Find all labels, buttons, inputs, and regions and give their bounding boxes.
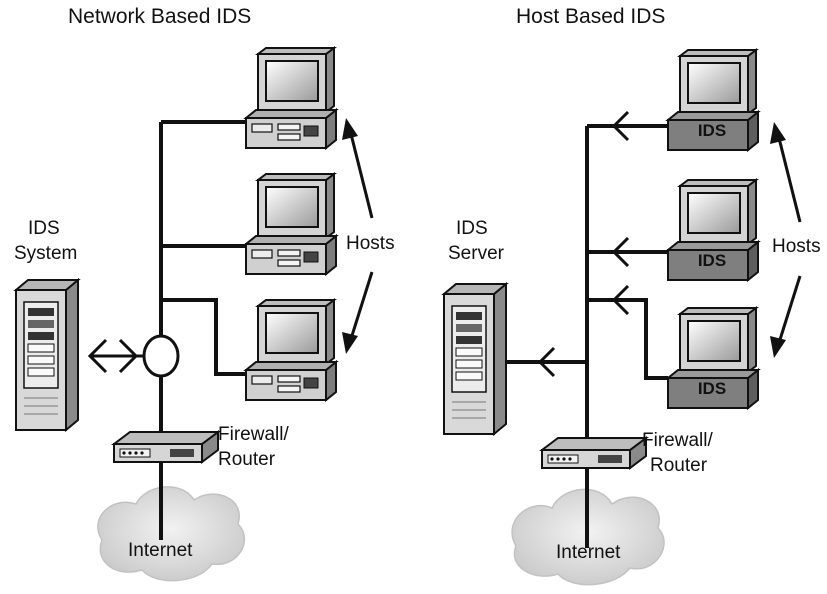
ids-server-label-line2: Server bbox=[448, 243, 504, 264]
hosts-arrowhead-down-right-icon bbox=[770, 336, 786, 358]
hosts-label-left: Hosts bbox=[346, 233, 395, 254]
host-ids-agent-1: IDS bbox=[698, 121, 726, 140]
server-arrow-icon bbox=[537, 346, 556, 378]
ids-system-label-line2: System bbox=[14, 243, 78, 264]
host-2-arrow-icon bbox=[611, 236, 630, 268]
hosts-arrow-up-right-icon bbox=[776, 133, 802, 223]
firewall-router-left bbox=[113, 431, 219, 463]
tap-arrow-right-icon bbox=[118, 338, 139, 374]
firewall-label-right-line1: Firewall/ bbox=[642, 430, 713, 451]
hosts-arrowhead-up-left-icon bbox=[342, 118, 358, 140]
host-computer-2 bbox=[245, 173, 337, 275]
hosts-arrow-up-left-icon bbox=[348, 129, 374, 219]
network-ids-title: Network Based IDS bbox=[68, 5, 252, 28]
host-ids-agent-3: IDS bbox=[698, 379, 726, 398]
hosts-arrowhead-down-left-icon bbox=[342, 332, 358, 354]
ids-server-label-line1: IDS bbox=[456, 218, 488, 239]
hosts-label-right: Hosts bbox=[772, 236, 821, 257]
network-tap-node bbox=[142, 334, 180, 378]
host-link-3 bbox=[161, 298, 246, 376]
host-ids-panel: IDS IDS IDS bbox=[443, 49, 802, 586]
firewall-label-left-line2: Router bbox=[218, 449, 276, 470]
hosts-arrow-down-right-icon bbox=[776, 275, 802, 347]
host-ids-title: Host Based IDS bbox=[516, 5, 666, 28]
ids-system-label-line1: IDS bbox=[28, 218, 60, 239]
host-computer-1 bbox=[245, 47, 337, 149]
firewall-label-right-line2: Router bbox=[650, 455, 708, 476]
internet-cloud-left bbox=[97, 486, 246, 582]
host-1-arrow-icon bbox=[611, 110, 630, 142]
ids-system-tower bbox=[15, 279, 79, 431]
internet-label-left: Internet bbox=[128, 540, 193, 561]
hosts-arrowhead-up-right-icon bbox=[770, 122, 786, 144]
ids-server-tower bbox=[443, 283, 507, 435]
host-ids-agent-2: IDS bbox=[698, 251, 726, 270]
network-ids-panel bbox=[15, 47, 374, 582]
tap-arrow-left-icon bbox=[87, 338, 108, 374]
host-3-arrow-icon bbox=[611, 284, 630, 316]
hosts-arrow-down-left-icon bbox=[348, 271, 374, 343]
host-computer-3 bbox=[245, 299, 337, 401]
firewall-label-left-line1: Firewall/ bbox=[218, 424, 289, 445]
internet-label-right: Internet bbox=[556, 542, 621, 563]
firewall-router-right bbox=[541, 437, 647, 469]
host-link-3 bbox=[587, 298, 668, 380]
